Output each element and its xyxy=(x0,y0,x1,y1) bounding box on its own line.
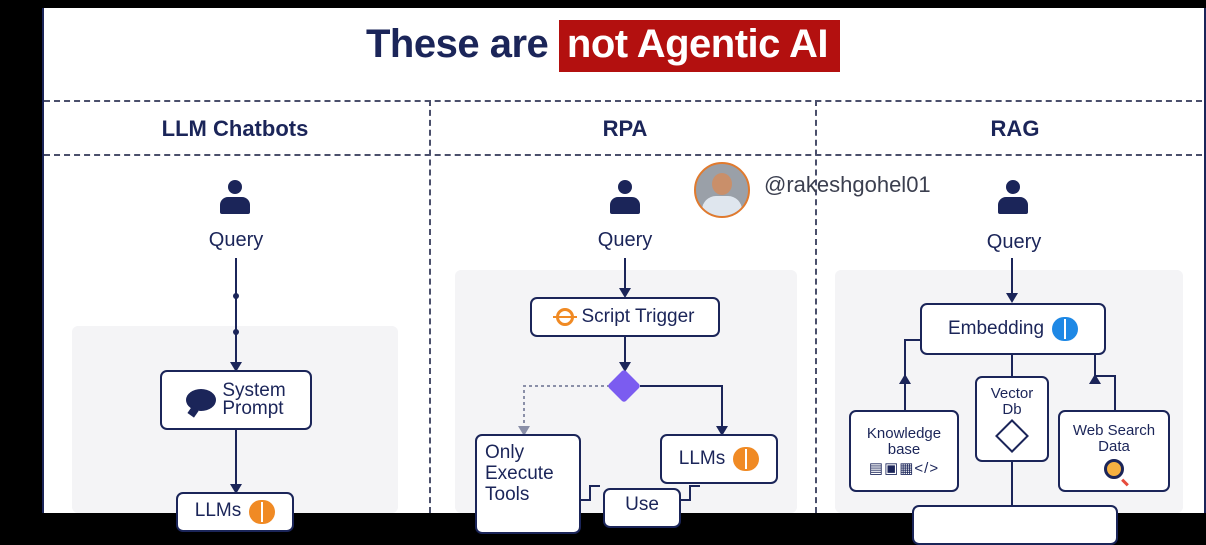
document-icons: ▤▣▦</> xyxy=(868,459,940,477)
rpa-query-label: Query xyxy=(597,229,653,251)
knowledge-base-node: Knowledge base ▤▣▦</> xyxy=(849,410,959,492)
only-line3: Tools xyxy=(485,484,530,505)
only-execute-tools-node: Only Execute Tools xyxy=(475,434,581,534)
only-line2: Execute xyxy=(485,463,554,484)
web-line2: Data xyxy=(1098,438,1130,455)
column-divider-1 xyxy=(429,100,431,513)
title-highlight: not Agentic AI xyxy=(558,20,841,72)
vector-db-node: Vector Db xyxy=(975,376,1049,462)
web-search-node: Web Search Data xyxy=(1058,410,1170,492)
script-trigger-label: Script Trigger xyxy=(581,306,695,327)
vector-line2: Db xyxy=(1002,401,1022,418)
brain-icon xyxy=(733,447,760,471)
script-trigger-icon xyxy=(552,308,577,326)
magnifier-icon xyxy=(1104,459,1124,479)
brain-icon xyxy=(1052,317,1079,341)
header-bottom-divider xyxy=(44,154,1202,156)
knowledge-line2: base xyxy=(887,440,921,458)
knowledge-line1: Knowledge xyxy=(866,424,942,442)
only-line1: Only xyxy=(485,442,525,463)
chatbot-user-icon xyxy=(220,180,250,218)
use-node: Use xyxy=(603,488,681,528)
brain-icon xyxy=(249,500,276,524)
column-divider-2 xyxy=(815,100,817,513)
system-prompt-node: System Prompt xyxy=(160,370,312,430)
rag-bottom-node xyxy=(912,505,1118,545)
rpa-llm-label: LLMs xyxy=(678,448,726,469)
rpa-user-icon xyxy=(610,180,640,218)
vector-line1: Vector xyxy=(990,385,1034,402)
heading-rpa: RPA xyxy=(602,116,648,141)
chatbot-llm-node: LLMs xyxy=(176,492,294,532)
speech-bubble-icon xyxy=(186,389,217,411)
rag-query-label: Query xyxy=(986,231,1042,253)
chatbot-llm-label: LLMs xyxy=(194,500,242,521)
system-prompt-line2: Prompt xyxy=(222,398,284,419)
embedding-label: Embedding xyxy=(947,318,1045,339)
script-trigger-node: Script Trigger xyxy=(530,297,720,337)
web-line1: Web Search xyxy=(1072,422,1156,439)
avatar xyxy=(694,162,750,218)
title-prefix: These are xyxy=(365,22,549,66)
embedding-node: Embedding xyxy=(920,303,1106,355)
heading-llm-chatbots: LLM Chatbots xyxy=(161,116,309,141)
use-label: Use xyxy=(625,494,659,515)
header-top-divider xyxy=(44,100,1202,102)
cube-icon xyxy=(995,419,1029,453)
rag-user-icon xyxy=(998,180,1028,218)
chatbot-query-label: Query xyxy=(208,229,264,251)
rpa-llm-node: LLMs xyxy=(660,434,778,484)
page-title: These are not Agentic AI xyxy=(0,20,1206,72)
heading-rag: RAG xyxy=(990,116,1040,141)
system-prompt-line1: System xyxy=(222,380,286,401)
author-handle: @rakeshgohel01 xyxy=(764,172,931,197)
frame: These are not Agentic AI LLM Chatbots RP… xyxy=(0,0,1206,513)
